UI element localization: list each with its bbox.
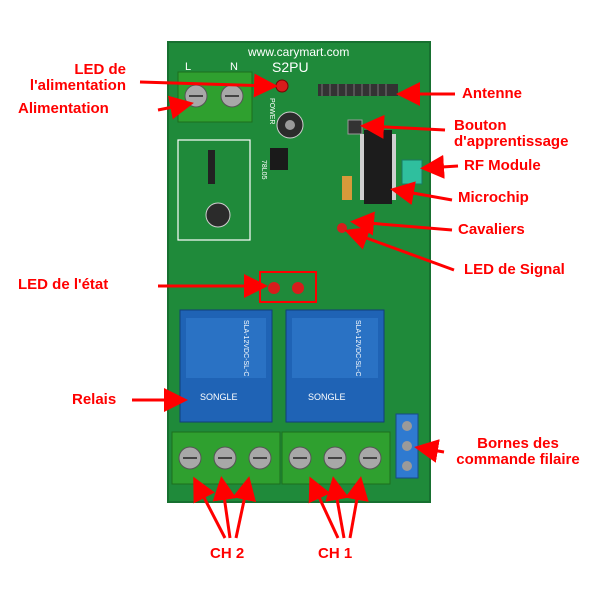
label-ch2: CH 2	[210, 545, 245, 562]
relay-ch2: SONGLE SLA-12VDC-SL-C	[179, 309, 273, 423]
label-rf-module: RF Module	[464, 157, 541, 174]
ch2-terminal-block	[171, 431, 281, 485]
svg-text:SONGLE: SONGLE	[200, 392, 238, 402]
label-status-led: LED de l'état	[18, 276, 109, 293]
svg-text:78L05: 78L05	[260, 160, 267, 180]
crystal	[342, 176, 352, 200]
label-learn-button: Bouton d'apprentissage	[454, 117, 569, 150]
label-signal-led: LED de Signal	[464, 261, 565, 278]
label-antenna: Antenne	[462, 85, 522, 102]
capacitor-c2	[205, 202, 231, 228]
status-led-2	[292, 282, 304, 294]
rectifier-outline	[177, 139, 251, 241]
label-jumpers: Cavaliers	[458, 221, 525, 238]
svg-text:SLA-12VDC-SL-C: SLA-12VDC-SL-C	[354, 320, 361, 376]
microchip	[364, 130, 392, 204]
label-power: Alimentation	[18, 100, 109, 117]
board-url: www.carymart.com	[247, 45, 349, 59]
signal-led	[337, 223, 347, 233]
diode	[208, 150, 215, 184]
label-microchip: Microchip	[458, 189, 529, 206]
antenna-coil	[318, 84, 398, 96]
label-ch1: CH 1	[318, 545, 353, 562]
ch1-terminal-block	[281, 431, 391, 485]
terminal-l-silk: L	[185, 61, 191, 73]
label-relays: Relais	[72, 391, 117, 408]
board-model: S2PU	[272, 59, 309, 75]
regulator	[270, 148, 288, 170]
label-led-power: LED de l'alimentation	[29, 61, 126, 94]
terminal-n-silk: N	[230, 61, 238, 73]
svg-text:SONGLE: SONGLE	[308, 392, 346, 402]
annotation-arrows	[132, 73, 459, 539]
learn-button	[347, 119, 363, 135]
relay-ch1: SONGLE SLA-12VDC-SL-C	[285, 309, 385, 423]
rf-module	[401, 159, 423, 185]
status-led-1	[268, 282, 280, 294]
svg-text:SLA-12VDC-SL-C: SLA-12VDC-SL-C	[242, 320, 249, 376]
power-led	[275, 79, 289, 93]
wired-control-terminals	[395, 413, 419, 479]
power-silk: POWER	[268, 98, 275, 124]
label-wired-terminals: Bornes des commande filaire	[456, 435, 580, 468]
